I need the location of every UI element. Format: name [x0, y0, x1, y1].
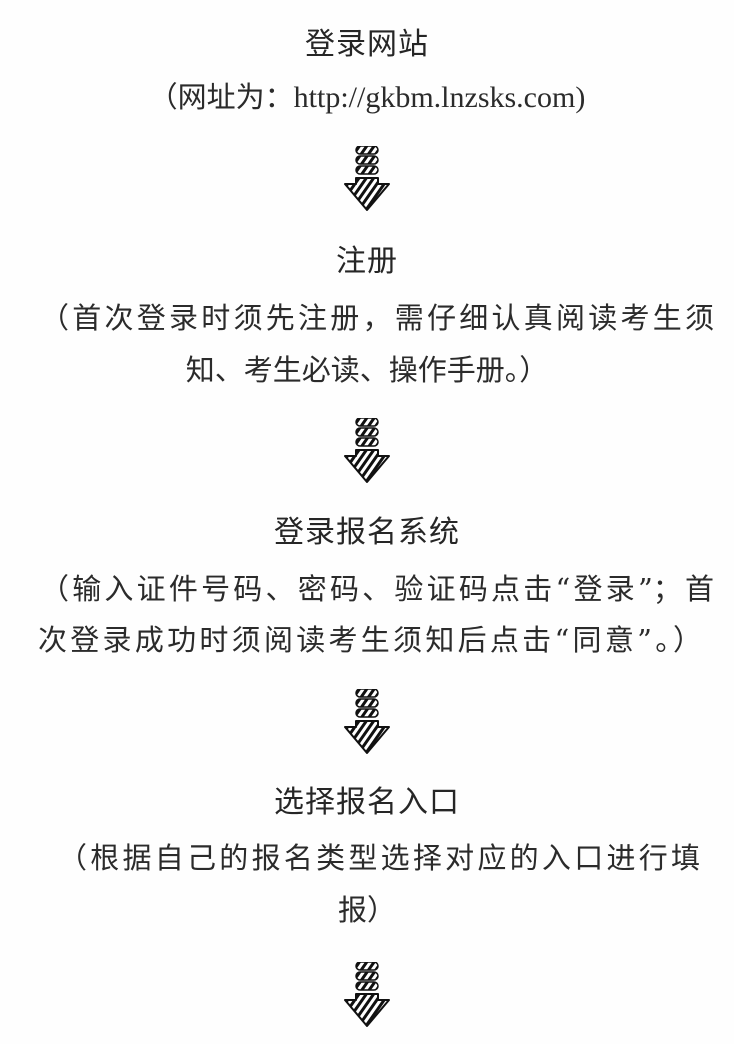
striped-down-arrow-icon: [344, 146, 390, 211]
step-2-title: 注册: [336, 244, 398, 279]
step-3-description-line-1: （输入证件号码、密码、验证码点击“登录”；首: [40, 572, 714, 606]
step-4-description-line-2: 报）: [337, 893, 396, 927]
step-4-title: 选择报名入口: [274, 785, 460, 820]
step-1-description: （网址为：http://gkbm.lnzsks.com): [0, 77, 734, 117]
step-3-title: 登录报名系统: [274, 515, 460, 550]
step-2-description-line-1: （首次登录时须先注册，需仔细认真阅读考生须: [40, 301, 714, 335]
step-2-description-line-2: 知、考生必读、操作手册。）: [185, 353, 549, 387]
step-1-title: 登录网站: [305, 27, 429, 62]
step-1-url-link[interactable]: http://gkbm.lnzsks.com): [293, 81, 586, 114]
striped-down-arrow-icon: [344, 962, 390, 1027]
striped-down-arrow-icon: [344, 418, 390, 483]
step-1-url-label: （网址为：: [148, 80, 294, 114]
step-3-description-line-2: 次登录成功时须阅读考生须知后点击“同意”。）: [38, 623, 702, 657]
step-4-description-line-1: （根据自己的报名类型选择对应的入口进行填: [58, 841, 700, 875]
striped-down-arrow-icon: [344, 689, 390, 754]
